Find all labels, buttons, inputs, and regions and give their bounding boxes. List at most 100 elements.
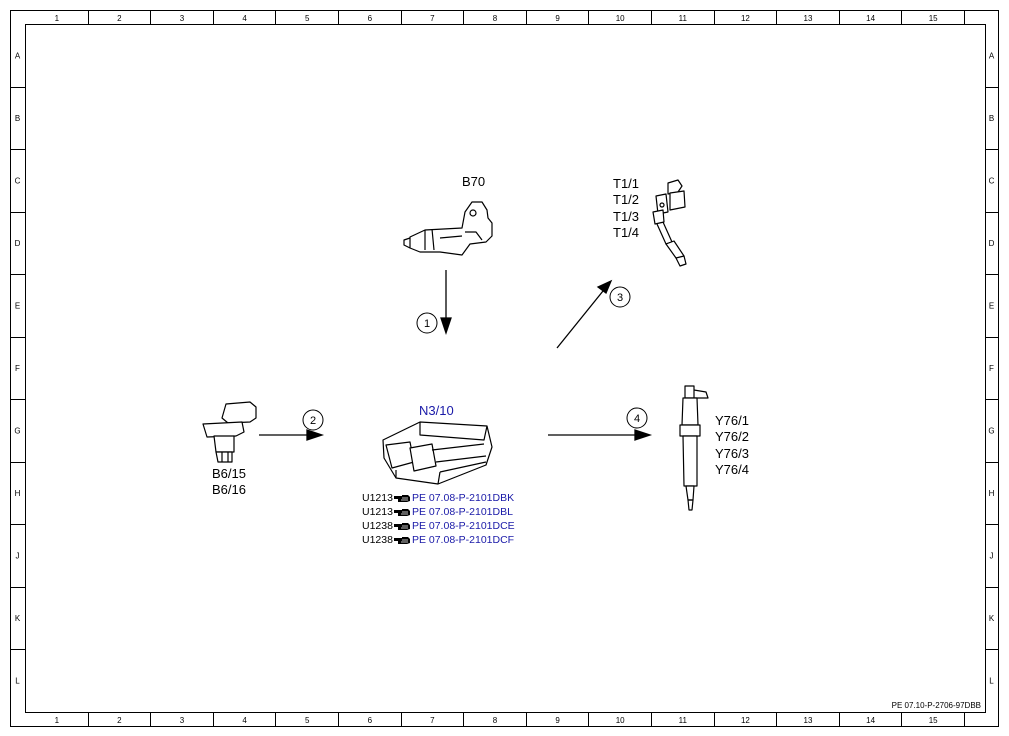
grid-label: 7 [430, 716, 435, 725]
grid-label: G [988, 426, 994, 435]
t1-glow-plug-icon [652, 179, 687, 267]
y76-label-3: Y76/3 [715, 446, 749, 461]
reference-code: U1238 [362, 520, 393, 532]
reference-code: U1238 [362, 534, 393, 546]
reference-link[interactable]: PE 07.08-P-2101DCE [411, 520, 515, 532]
grid-label: 5 [305, 716, 310, 725]
flow-2-number: 2 [310, 415, 316, 427]
reference-link[interactable]: PE 07.08-P-2101DBL [411, 506, 513, 518]
grid-label: 12 [741, 14, 750, 23]
y76-label-1: Y76/1 [715, 413, 749, 428]
flow-2-marker: 2 [302, 409, 324, 431]
t1-label-1: T1/1 [613, 176, 640, 191]
grid-label: H [989, 489, 995, 498]
t1-label-4: T1/4 [613, 225, 640, 240]
grid-label: 11 [679, 716, 688, 725]
grid-label: 9 [555, 716, 560, 725]
b6-label-2: B6/16 [212, 482, 246, 497]
grid-label: A [15, 51, 21, 60]
reference-link[interactable]: PE 07.08-P-2101DBK [411, 492, 515, 504]
flow-3-marker: 3 [609, 286, 631, 308]
hand-pointer-icon [393, 494, 410, 502]
t1-label-2: T1/2 [613, 192, 640, 207]
reference-code: U1213 [362, 506, 393, 518]
grid-label: J [16, 551, 20, 560]
b6-sensor-icon [202, 401, 257, 463]
flow-4-number: 4 [634, 413, 640, 425]
grid-label: K [15, 614, 21, 623]
reference-row: U1238 PE 07.08-P-2101DCE [362, 519, 515, 533]
grid-label: H [15, 489, 21, 498]
grid-label: K [989, 614, 995, 623]
hand-pointer-icon [393, 508, 410, 516]
b70-sensor-icon [403, 201, 493, 256]
grid-label: 13 [804, 14, 813, 23]
grid-label: 1 [55, 14, 60, 23]
grid-label: 2 [117, 716, 122, 725]
grid-label: F [989, 364, 994, 373]
grid-label: E [989, 301, 994, 310]
flow-arrows [259, 270, 653, 441]
grid-label: J [990, 551, 994, 560]
grid-label: 6 [368, 716, 373, 725]
outer-frame [10, 10, 999, 727]
flow-3-number: 3 [617, 292, 623, 304]
grid-label: 15 [929, 716, 938, 725]
grid-label: 14 [866, 14, 875, 23]
grid-label: 10 [616, 716, 625, 725]
grid-label: 9 [555, 14, 560, 23]
b70-label: B70 [462, 174, 486, 189]
grid-label: C [15, 176, 21, 185]
grid-label: 14 [866, 716, 875, 725]
grid-label: L [989, 676, 994, 685]
grid-label: E [15, 301, 20, 310]
grid-label: 8 [493, 716, 498, 725]
reference-link[interactable]: PE 07.08-P-2101DCF [411, 534, 515, 546]
grid-label: 2 [117, 14, 122, 23]
n310-control-unit-icon [382, 421, 493, 485]
reference-row: U1213 PE 07.08-P-2101DBL [362, 505, 513, 519]
y76-label-2: Y76/2 [715, 429, 749, 444]
grid-label: A [989, 51, 995, 60]
grid-label: D [15, 239, 21, 248]
reference-row: U1213 PE 07.08-P-2101DBK [362, 491, 514, 505]
grid-label: 4 [242, 716, 247, 725]
y76-injector-icon [679, 385, 709, 511]
grid-label: 7 [430, 14, 435, 23]
b6-label-1: B6/15 [212, 466, 246, 481]
grid-label: 15 [929, 14, 938, 23]
grid-label: C [989, 176, 995, 185]
grid-label: D [989, 239, 995, 248]
grid-label: B [989, 114, 994, 123]
grid-label: G [14, 426, 20, 435]
grid-labels: 1122334455667788991010111112121313141415… [14, 14, 994, 725]
n310-label[interactable]: N3/10 [419, 403, 454, 418]
y76-label-4: Y76/4 [715, 462, 749, 477]
grid-label: 6 [368, 14, 373, 23]
document-id: PE 07.10-P-2706-97DBB [891, 701, 981, 710]
grid-label: 11 [679, 14, 688, 23]
reference-code: U1213 [362, 492, 393, 504]
hand-pointer-icon [393, 522, 410, 530]
hand-pointer-icon [393, 536, 410, 544]
grid-label: 10 [616, 14, 625, 23]
grid-label: 8 [493, 14, 498, 23]
flow-1-number: 1 [424, 318, 430, 330]
grid-label: 12 [741, 716, 750, 725]
grid-label: 3 [180, 716, 185, 725]
flow-4-marker: 4 [626, 407, 648, 429]
grid-label: F [15, 364, 20, 373]
inner-frame [25, 24, 986, 713]
grid-label: 1 [55, 716, 60, 725]
grid-label: B [15, 114, 20, 123]
flow-1-marker: 1 [416, 312, 438, 334]
reference-row: U1238 PE 07.08-P-2101DCF [362, 533, 514, 547]
t1-label-3: T1/3 [613, 209, 640, 224]
grid-ticks [10, 10, 999, 727]
grid-label: 4 [242, 14, 247, 23]
grid-label: L [15, 676, 20, 685]
grid-label: 3 [180, 14, 185, 23]
grid-label: 13 [804, 716, 813, 725]
grid-label: 5 [305, 14, 310, 23]
